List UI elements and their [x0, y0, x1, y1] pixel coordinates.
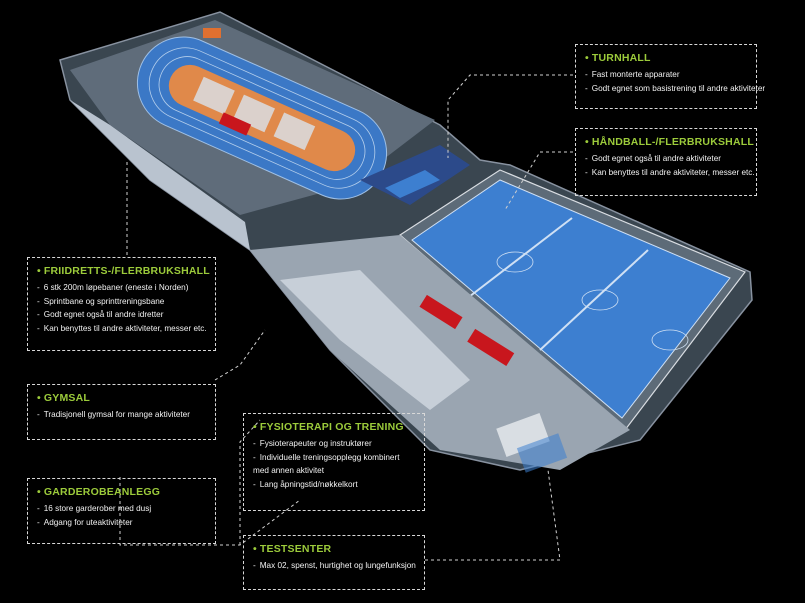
gymsal-label: •GYMSAL -Tradisjonell gymsal for mange a… [27, 384, 216, 440]
testsenter-title: TESTSENTER [259, 543, 332, 555]
track-equipment-mat [218, 112, 252, 136]
handball-label: •HÅNDBALL-/FLERBRUKSHALL -Godt egnet ogs… [575, 128, 757, 196]
gymsal-title: GYMSAL [43, 392, 91, 404]
court-circle-3 [651, 329, 689, 351]
handball-title: HÅNDBALL-/FLERBRUKSHALL [591, 136, 754, 148]
testsenter-item: Max 02, spenst, hurtighet og lungefunksj… [259, 561, 416, 570]
rooms-block [280, 270, 470, 410]
turnhall-label: •TURNHALL -Fast monterte apparater -Godt… [575, 44, 765, 109]
equipment-red-2 [467, 328, 515, 366]
garderobe-title: GARDEROBEANLEGG [43, 486, 161, 498]
fysioterapi-item: Lang åpningstid/nøkkelkort [259, 479, 358, 489]
friidrett-item: Godt egnet også til andre idretter [43, 310, 164, 320]
fysioterapi-item: Fysioterapeuter og instruktører [259, 439, 372, 448]
gymsal-item: Tradisjonell gymsal for mange aktivitete… [43, 410, 190, 419]
garderobe-label: •GARDEROBEANLEGG -16 store garderober me… [27, 478, 216, 544]
court-circle-2 [581, 289, 619, 311]
handball-item: Kan benyttes til andre aktiviteter, mess… [591, 167, 755, 177]
court-circle-1 [496, 251, 534, 273]
turnhall-item: Fast monterte apparater [591, 70, 680, 79]
garderobe-item: Adgang for uteaktiviteter [43, 517, 133, 527]
fysioterapi-label: •FYSIOTERAPI OG TRENING -Fysioterapeuter… [243, 413, 425, 511]
court-divider-1 [464, 217, 573, 301]
turnhall-mat [385, 170, 440, 198]
running-track [136, 36, 388, 200]
garderobe-item: 16 store garderober med dusj [43, 504, 152, 513]
testsenter-room [516, 433, 568, 473]
handball-court [411, 179, 731, 419]
friidrett-item: 6 stk 200m løpebaner (eneste i Norden) [43, 283, 189, 292]
turnhall-title: TURNHALL [591, 52, 651, 64]
handball-item: Godt egnet også til andre aktiviteter [591, 154, 721, 163]
fysioterapi-item: Individuelle treningsopplegg kombinert m… [253, 452, 400, 476]
turnhall-item: Godt egnet som basistrening til andre ak… [591, 83, 766, 93]
fysioterapi-title: FYSIOTERAPI OG TRENING [259, 421, 404, 433]
building-facade [70, 100, 250, 250]
friidrett-title: FRIIDRETTS-/FLERBRUKSHALL [43, 265, 210, 277]
testsenter-label: •TESTSENTER -Max 02, spenst, hurtighet o… [243, 535, 425, 590]
equipment-red-1 [419, 294, 463, 330]
leader-lines [119, 74, 573, 561]
friidrett-item: Kan benyttes til andre aktiviteter, mess… [43, 323, 207, 333]
friidrett-item: Sprintbane og sprinttreningsbane [43, 296, 165, 306]
track-equipment-top [203, 28, 221, 38]
court-divider-2 [539, 249, 649, 351]
friidrett-label: •FRIIDRETTS-/FLERBRUKSHALL -6 stk 200m l… [27, 257, 216, 351]
